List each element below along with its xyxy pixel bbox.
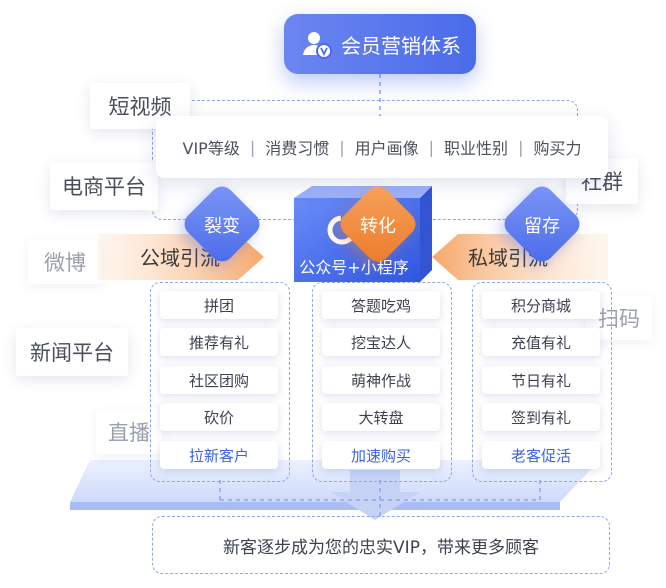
source-card-ecommerce: 电商平台	[50, 162, 158, 210]
source-card-news: 新闻平台	[16, 328, 128, 376]
stage-label-conversion: 转化	[360, 216, 396, 237]
list-item: 拼团	[160, 291, 278, 319]
source-card-weibo: 微博	[28, 240, 102, 284]
list-item: 签到有礼	[482, 403, 600, 431]
tag-item: 购买力	[533, 139, 582, 158]
list-item: 社区团购	[160, 366, 278, 394]
list-item: 充值有礼	[482, 328, 600, 356]
list-item: 砍价	[160, 403, 278, 431]
list-item: 挖宝达人	[322, 328, 440, 356]
right-band-arrow	[432, 234, 608, 280]
list-item: 推荐有礼	[160, 328, 278, 356]
list-item-highlight: 拉新客户	[160, 441, 278, 469]
tag-item: VIP等级	[182, 139, 240, 158]
list-item: 大转盘	[322, 403, 440, 431]
list-item: 答题吃鸡	[322, 291, 440, 319]
list-item-highlight: 老客促活	[482, 441, 600, 469]
column-frame-fission	[150, 282, 290, 482]
list-item: 萌神作战	[322, 366, 440, 394]
center-label: 公众号+小程序	[299, 258, 409, 277]
footer-result-box: 新客逐步成为您的忠实VIP，带来更多顾客	[152, 516, 610, 574]
title-pill: 会员营销体系	[284, 14, 476, 74]
tag-item: 用户画像	[354, 139, 419, 158]
stage-label-retention: 留存	[524, 216, 560, 237]
column-frame-retention	[472, 282, 612, 482]
list-item: 积分商城	[482, 291, 600, 319]
stage-label-fission: 裂变	[204, 216, 240, 237]
tag-item: 职业性别	[444, 139, 509, 158]
member-icon	[303, 32, 332, 59]
footer-text: 新客逐步成为您的忠实VIP，带来更多顾客	[223, 537, 539, 558]
column-frame-conversion	[312, 282, 452, 482]
tag-bar: VIP等级| 消费习惯| 用户画像| 职业性别| 购买力	[156, 116, 608, 178]
list-item: 节日有礼	[482, 366, 600, 394]
list-item-highlight: 加速购买	[322, 441, 440, 469]
tag-item: 消费习惯	[265, 139, 330, 158]
page-title: 会员营销体系	[341, 33, 461, 58]
source-card-live: 直播	[96, 410, 162, 454]
